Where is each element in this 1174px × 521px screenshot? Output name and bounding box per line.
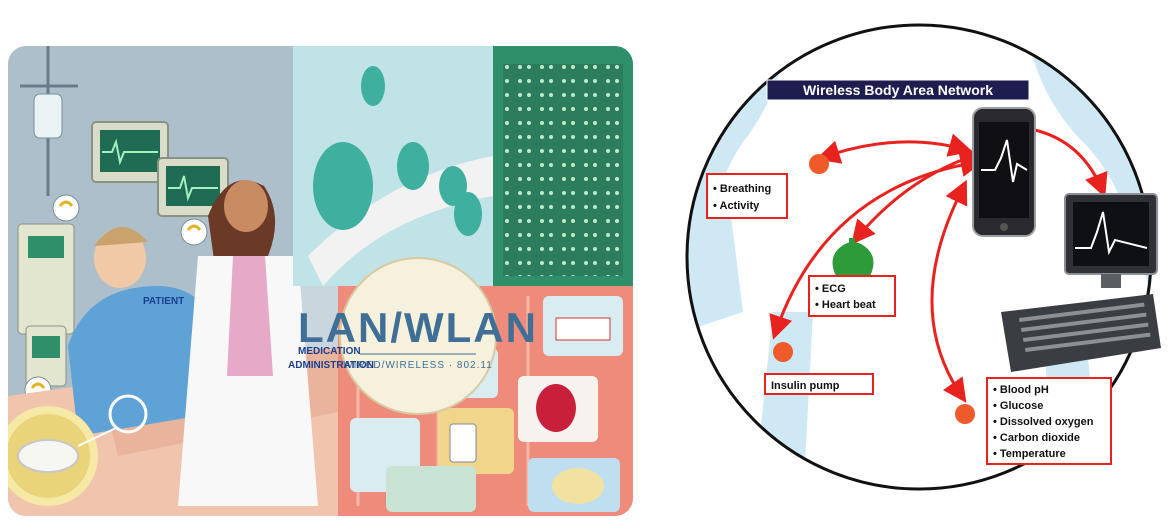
blood-metrics-box: • Blood pH • Glucose • Dissolved oxygen … [986,377,1112,465]
insulin-pump-dot [773,342,793,362]
blood-sensor-dot [955,404,975,424]
network-title: LAN/WLAN [298,304,538,351]
patient-label: PATIENT [143,296,184,307]
network-subtitle: WIRED/WIRELESS · 802.11 [343,360,493,371]
wban-title-bar [766,79,1030,101]
iv-drip-icon [20,46,78,196]
nurse-figure [178,180,318,506]
medication-label-line1: MEDICATION [298,346,361,357]
box-item: • Carbon dioxide [993,432,1080,444]
wireless-links [769,128,1108,403]
box-item: • Breathing [713,183,771,195]
lan-wlan-badge: LAN/WLAN WIRED/WIRELESS · 802.11 [298,257,538,415]
box-item: • Temperature [993,448,1066,460]
insulin-pump-box: Insulin pump [764,373,874,395]
box-item: • Dissolved oxygen [993,416,1094,428]
link-insulin-pump [769,153,985,340]
surgery-tile [386,466,476,512]
wban-diagram: Wireless Body Area Network [683,12,1161,502]
wban-svg: Wireless Body Area Network [685,23,1161,491]
breathing-activity-box: • Breathing • Activity [706,173,788,219]
desktop-computer-icon [1001,193,1161,372]
wristband-closeup [8,406,98,506]
box-item: • ECG [815,283,846,295]
box-item: • Blood pH [993,384,1049,396]
secondary-monitor-icon [157,157,229,217]
hospital-network-illustration: LAN/WLAN WIRED/WIRELESS · 802.11 PATIENT… [8,46,633,516]
wban-title: Wireless Body Area Network [803,82,993,98]
insulin-pump-label: Insulin pump [771,380,840,392]
vital-signs-monitor-icon [91,121,169,183]
link-blood-sensor [930,179,968,403]
ecg-heartbeat-box: • ECG • Heart beat [808,275,896,317]
collage-svg: LAN/WLAN WIRED/WIRELESS · 802.11 PATIENT… [8,46,633,516]
box-item: • Heart beat [815,299,876,311]
medication-label-line2: ADMINISTRATION [288,360,374,371]
chest-sensor-dot [809,154,829,174]
link-phone-to-computer [1034,128,1108,198]
patient-figure [68,226,218,436]
link-chest-sensor [815,133,973,164]
heart-sensor-icon [832,238,874,285]
box-item: • Activity [713,200,760,212]
box-item: • Glucose [993,400,1043,412]
smartphone-icon [972,107,1036,237]
